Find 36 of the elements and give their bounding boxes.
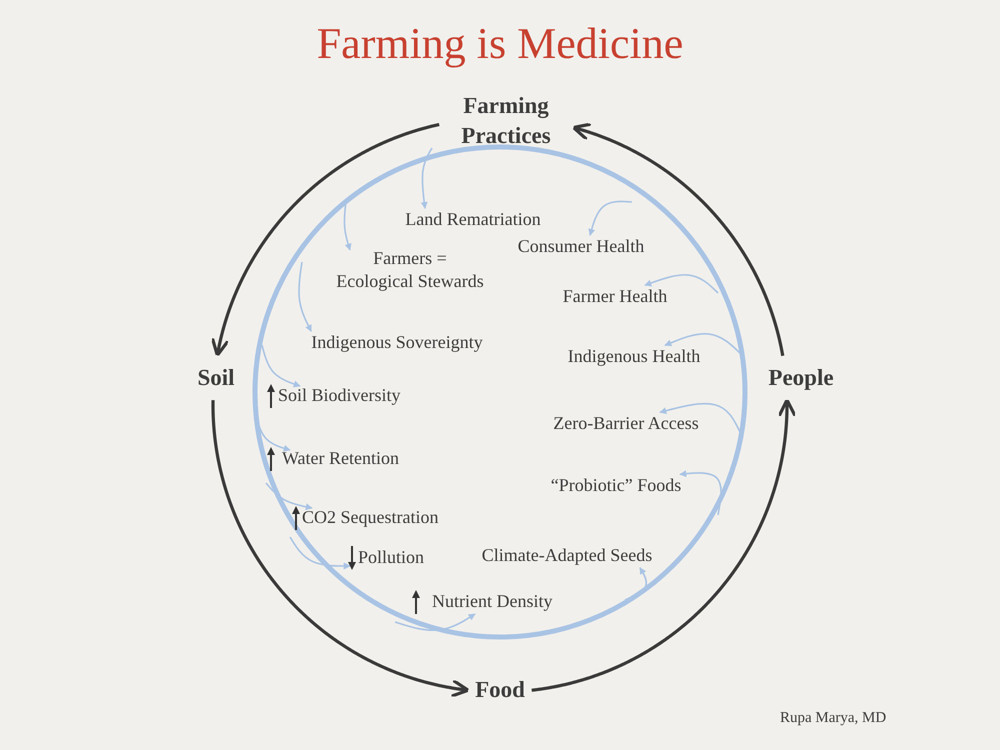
author-credit: Rupa Marya, MD <box>780 710 886 727</box>
concept-label: Farmer Health <box>562 285 668 308</box>
concept-label: Consumer Health <box>518 235 644 258</box>
cycle-arrow <box>211 400 470 698</box>
arrow <box>394 613 476 631</box>
concept-label: Climate-Adapted Seeds <box>482 544 652 568</box>
arrow <box>588 200 632 236</box>
arrow <box>624 567 648 601</box>
stage-label: Food <box>475 676 525 704</box>
cycle-arrow <box>210 122 440 357</box>
arrow <box>659 402 741 432</box>
cycle-arrow <box>572 122 784 356</box>
cycle-circle <box>252 144 748 640</box>
concept-label: Water Retention <box>282 447 400 470</box>
concept-label: Land Rematriation <box>405 208 541 232</box>
arrow <box>289 536 351 570</box>
concept-label: Farmers = Ecological Stewards <box>335 246 485 293</box>
arrow <box>420 148 433 209</box>
concept-label: Soil Biodiversity <box>278 384 401 408</box>
stage-label: Farming Practices <box>460 92 552 150</box>
concept-label: “Probiotic” Foods <box>550 474 682 498</box>
stage-label: Soil <box>197 364 235 392</box>
arrow <box>298 262 312 332</box>
concept-label: Zero-Barrier Access <box>553 412 699 436</box>
arrow <box>644 274 719 294</box>
concept-label: CO2 Sequestration <box>302 506 438 530</box>
concept-label: Nutrient Density <box>432 590 552 614</box>
stage-label: People <box>768 364 834 392</box>
concept-label: Indigenous Health <box>568 345 700 368</box>
cycle-arrow <box>532 398 797 692</box>
concept-label: Pollution <box>358 546 424 570</box>
arrow <box>261 344 301 388</box>
concept-label: Indigenous Sovereignty <box>311 331 483 354</box>
arrow <box>679 470 722 516</box>
diagram-title: Farming is Medicine <box>316 18 684 69</box>
arrow <box>265 482 313 510</box>
